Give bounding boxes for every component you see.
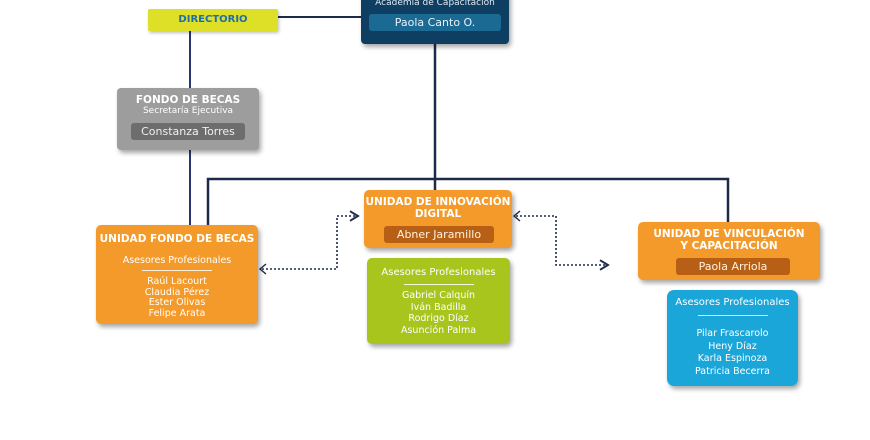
fondo-becas-subtitle: Secretaría Ejecutiva xyxy=(142,106,234,116)
innovacion-member: Asunción Palma xyxy=(400,324,477,336)
vinculacion-box: UNIDAD DE VINCULACIÓN Y CAPACITACIÓN Pao… xyxy=(638,222,820,280)
fondo-becas-name: Constanza Torres xyxy=(131,123,245,140)
vinculacion-asesores-box: Asesores Profesionales Pilar Frascarolo … xyxy=(667,290,798,386)
arrow-innovacion-vinculacion xyxy=(516,215,610,271)
vinculacion-member: Heny Díaz xyxy=(708,340,757,352)
unidad-becas-member: Claudia Pérez xyxy=(144,286,210,298)
innovacion-asesores-box: Asesores Profesionales Gabriel Calquín I… xyxy=(367,258,510,344)
line-bracket xyxy=(206,177,730,225)
innovacion-member: Iván Badilla xyxy=(410,301,467,313)
innovacion-title-1: UNIDAD DE INNOVACIÓN xyxy=(365,196,511,208)
vinculacion-title-1: UNIDAD DE VINCULACIÓN xyxy=(653,228,805,240)
unidad-becas-box: UNIDAD FONDO DE BECAS Asesores Profesion… xyxy=(96,225,258,324)
academia-subtitle: Academia de Capacitación xyxy=(375,0,495,8)
academia-name: Paola Canto O. xyxy=(369,14,501,31)
innovacion-asesores-title: Asesores Profesionales xyxy=(381,267,496,278)
academia-box: Academia de Capacitación Paola Canto O. xyxy=(361,0,509,44)
innovacion-member: Gabriel Calquín xyxy=(401,290,476,301)
vinculacion-asesores-divider xyxy=(697,315,768,316)
unidad-becas-title: UNIDAD FONDO DE BECAS xyxy=(99,233,255,245)
arrow-becas-innovacion xyxy=(262,210,360,270)
innovacion-asesores-list: Gabriel Calquín Iván Badilla Rodrigo Día… xyxy=(367,290,510,336)
arrowhead-right-start xyxy=(512,210,521,222)
vinculacion-name: Paola Arriola xyxy=(676,258,790,275)
unidad-becas-list: Raúl Lacourt Claudia Pérez Ester Olivas … xyxy=(96,276,258,319)
innovacion-asesores-divider xyxy=(403,284,474,285)
vinculacion-member: Karla Espinoza xyxy=(697,353,768,364)
innovacion-box: UNIDAD DE INNOVACIÓN DIGITAL Abner Jaram… xyxy=(364,190,512,248)
fondo-becas-title: FONDO DE BECAS xyxy=(135,94,241,106)
unidad-becas-member: Ester Olivas xyxy=(148,297,206,308)
vinculacion-title-2: Y CAPACITACIÓN xyxy=(680,240,778,252)
fondo-becas-box: FONDO DE BECAS Secretaría Ejecutiva Cons… xyxy=(117,88,259,150)
unidad-becas-asesores-title: Asesores Profesionales xyxy=(122,255,232,266)
arrowhead-left xyxy=(258,263,267,275)
unidad-becas-divider xyxy=(142,270,212,271)
innovacion-member: Rodrigo Díaz xyxy=(408,313,469,324)
unidad-becas-member: Raúl Lacourt xyxy=(147,276,207,287)
innovacion-name: Abner Jaramillo xyxy=(384,226,494,243)
unidad-becas-member: Felipe Arata xyxy=(148,307,206,319)
directorio-label: DIRECTORIO xyxy=(178,14,248,25)
directorio-box: DIRECTORIO xyxy=(148,9,278,31)
innovacion-title-2: DIGITAL xyxy=(414,208,462,220)
vinculacion-member: Pilar Frascarolo xyxy=(696,328,769,339)
vinculacion-asesores-list: Pilar Frascarolo Heny Díaz Karla Espinoz… xyxy=(667,328,798,378)
vinculacion-member: Patricia Becerra xyxy=(695,365,770,377)
vinculacion-asesores-title: Asesores Profesionales xyxy=(675,297,790,308)
